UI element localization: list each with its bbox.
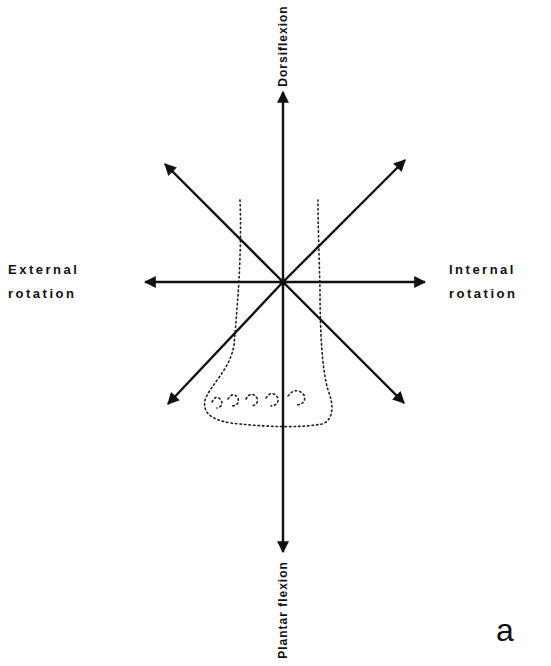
diagonal-arrow: [283, 282, 404, 403]
dorsiflexion-arrow: [282, 92, 284, 282]
center-dot: [280, 279, 287, 286]
diagonal-arrow: [165, 164, 283, 282]
motion-label: External rotation: [8, 258, 118, 306]
direction-arrows: [145, 92, 425, 552]
internal-rotation-arrow: [283, 281, 425, 283]
diagonal-arrow: [283, 160, 405, 282]
figure-letter: a: [496, 612, 514, 649]
diagonal-arrow: [168, 282, 283, 404]
motion-label: Plantar flexion: [276, 561, 290, 659]
plantar-flexion-arrow: [282, 282, 284, 552]
motion-label: Dorsiflexion: [276, 5, 290, 86]
motion-label: Internal rotation: [449, 258, 547, 306]
external-rotation-arrow: [145, 281, 283, 283]
